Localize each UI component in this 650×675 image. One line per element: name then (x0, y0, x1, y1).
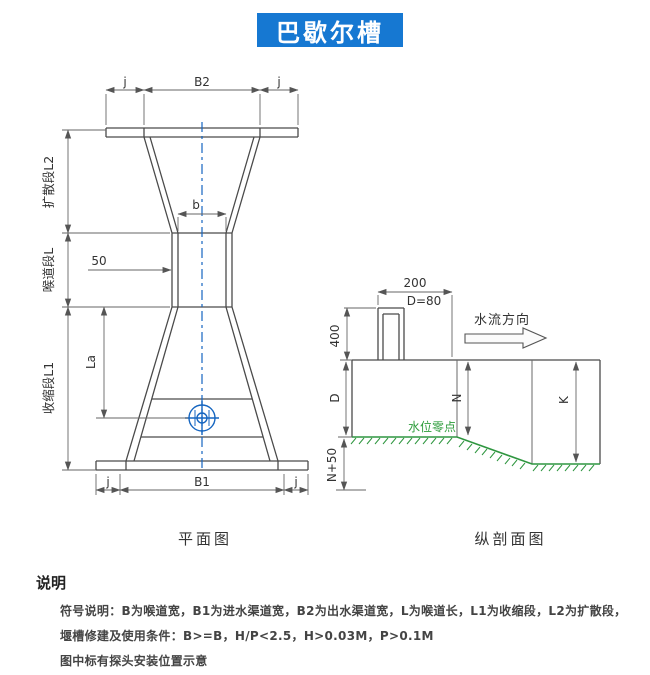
section-extension-lines (336, 295, 453, 491)
dim-label-la: La (84, 355, 98, 369)
plan-view-drawing: j B2 j 扩散段L2 喉道段L 收缩段L1 b 50 La j B1 j (41, 75, 309, 495)
flow-direction-label: 水流方向 (474, 312, 530, 328)
note-line-symbols: 符号说明：B为喉道宽，B1为进水渠道宽，B2为出水渠道宽，L为喉道长，L1为收缩… (60, 604, 627, 618)
dim-label-200: 200 (404, 276, 427, 290)
dim-label-j-top-left: j (122, 75, 126, 89)
dim-label-j-bottom-left: j (105, 475, 109, 489)
section-label-l1: 收缩段L1 (41, 362, 56, 414)
flume-floor-profile (352, 436, 600, 465)
stilling-well (377, 307, 405, 360)
plan-view-caption: 平面图 (177, 530, 232, 548)
floor-hatching (350, 437, 595, 472)
water-zero-label: 水位零点 (408, 419, 456, 434)
probe-ticks (194, 410, 210, 426)
dim-label-400: 400 (328, 325, 342, 348)
dim-label-b2: B2 (194, 75, 210, 89)
dim-label-b: b (192, 198, 200, 212)
note-line-conditions: 堰槽修建及使用条件：B>=B，H/P<2.5，H>0.03M，P>0.1M (60, 629, 434, 643)
dim-label-d: D (328, 393, 342, 402)
dim-label-50: 50 (91, 254, 106, 268)
flume-section-outline (351, 307, 601, 464)
section-inner-verticals (456, 360, 533, 464)
section-dimensions (336, 288, 580, 491)
section-label-l2: 扩散段L2 (41, 156, 56, 208)
plan-dimensions (62, 86, 309, 495)
dim-label-j-top-right: j (276, 75, 280, 89)
note-line-probe: 图中标有探头安装位置示意 (60, 654, 208, 668)
plan-extension-lines (62, 94, 309, 495)
page-title: 巴歇尔槽 (276, 18, 384, 47)
probe-crosshair (185, 401, 219, 435)
dim-label-n: N (450, 394, 464, 403)
dim-label-b1: B1 (194, 475, 210, 489)
section-view-drawing: 200 D=80 400 水流方向 水位零点 D N K N+50 (325, 276, 601, 491)
section-deck-and-walls (351, 359, 601, 464)
page-title-banner: 巴歇尔槽 (257, 13, 403, 47)
notes-heading: 说明 (36, 574, 67, 592)
probe-symbol (185, 401, 219, 435)
flow-direction-arrow (464, 327, 548, 349)
dim-label-k: K (557, 395, 571, 404)
section-label-l: 喉道段L (41, 248, 56, 293)
notes-section: 说明 符号说明：B为喉道宽，B1为进水渠道宽，B2为出水渠道宽，L为喉道长，L1… (30, 572, 638, 675)
dim-label-j-bottom-right: j (293, 475, 297, 489)
dim-label-n50: N+50 (325, 448, 339, 482)
dim-label-d80: D=80 (407, 294, 442, 308)
section-view-caption: 纵剖面图 (474, 530, 547, 548)
